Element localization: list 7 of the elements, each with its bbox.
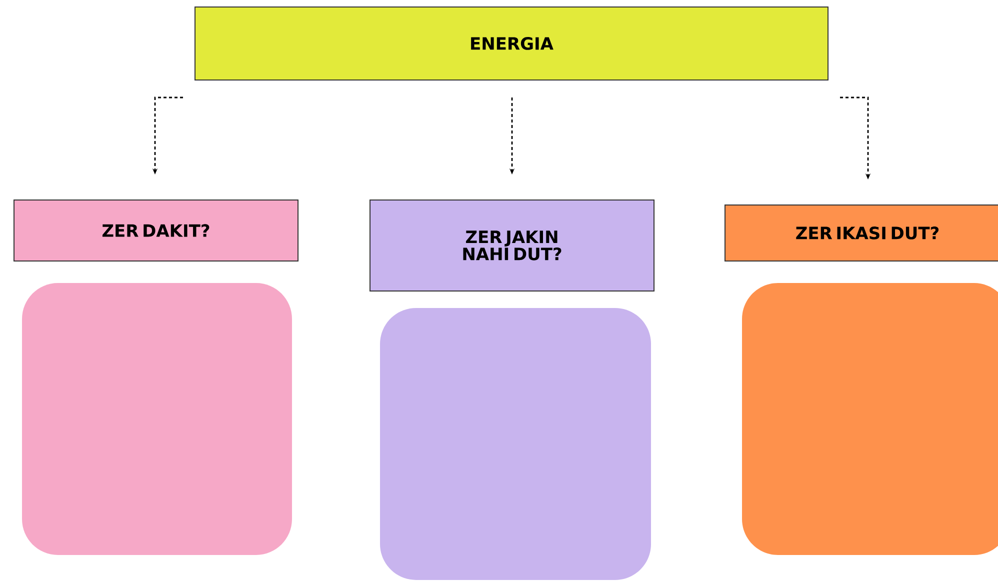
answer-box	[22, 283, 292, 555]
question-box: ZER DAKIT?	[14, 200, 298, 262]
heading-box: ENERGIA	[194, 6, 828, 80]
answer-box	[380, 308, 651, 580]
answer-box	[742, 283, 998, 555]
question-box: ZER IKASI DUT?	[724, 204, 998, 262]
question-box: ZER JAKIN NAHI DUT?	[370, 200, 654, 292]
